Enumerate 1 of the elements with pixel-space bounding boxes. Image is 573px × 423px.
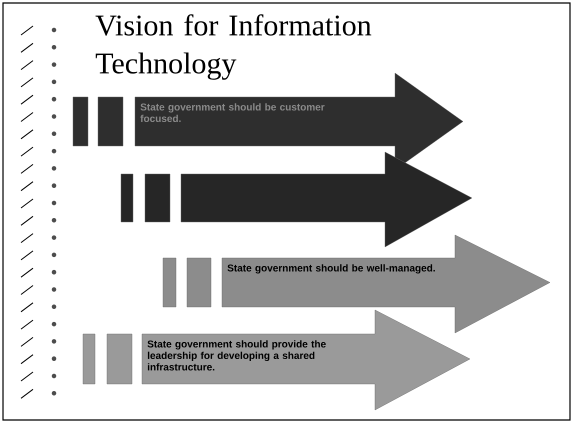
arrow-shape [180,152,472,248]
